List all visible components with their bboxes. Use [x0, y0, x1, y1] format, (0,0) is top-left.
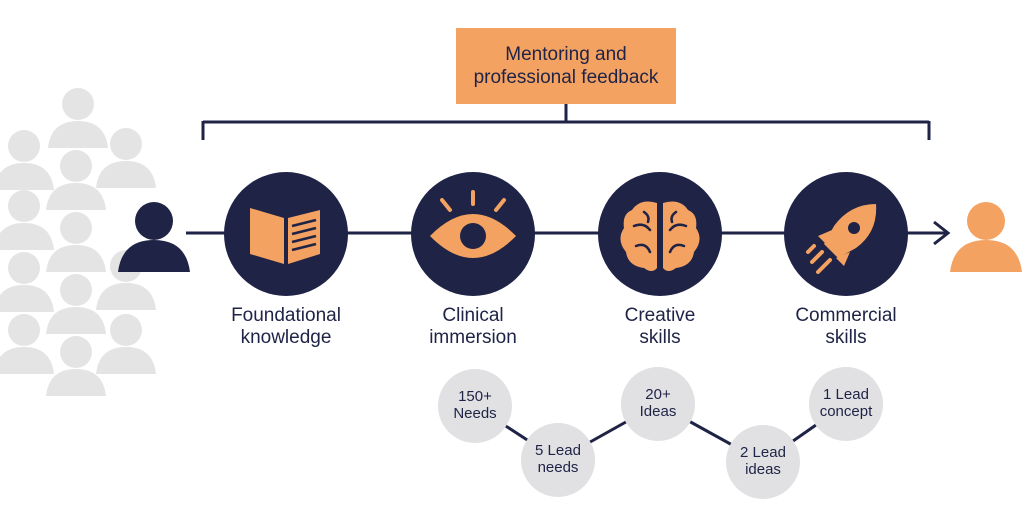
stage-label-line1: Commercial	[795, 305, 897, 326]
stage-label-commercial: Commercial skills	[761, 305, 931, 349]
stage-label-foundational: Foundational knowledge	[201, 305, 371, 349]
mentoring-bracket	[201, 104, 931, 140]
mentoring-box-line2: professional feedback	[473, 67, 659, 88]
funnel-bubble-1	[438, 369, 512, 443]
funnel-bubble-2	[521, 423, 595, 497]
start-person-icon	[118, 202, 190, 272]
funnel-text-4: 2 Lead ideas	[723, 444, 803, 478]
stage-label-line2: knowledge	[240, 327, 332, 348]
funnel-bubble-3	[621, 367, 695, 441]
stage-circle-creative	[598, 172, 722, 296]
crowd-person-icon	[0, 130, 54, 190]
book-icon	[250, 208, 320, 264]
stage-circle-foundational	[224, 172, 348, 296]
funnel-text-line2: ideas	[745, 461, 781, 478]
funnel-text-5: 1 Lead concept	[806, 386, 886, 420]
funnel-text-line1: 150+	[458, 388, 492, 405]
stage-label-line1: Creative	[624, 305, 696, 326]
funnel-bubble-4	[726, 425, 800, 499]
brain-icon	[620, 201, 700, 271]
crowd-person-icon	[46, 150, 106, 210]
funnel-text-line2: Needs	[453, 405, 497, 422]
crowd-person-icon	[46, 336, 106, 396]
crowd-person-icon	[48, 88, 108, 148]
crowd-person-icon	[0, 190, 54, 250]
flow-arrow-head	[933, 220, 951, 246]
mentoring-box: Mentoring and professional feedback	[456, 28, 676, 104]
eye-icon	[430, 190, 516, 258]
stage-label-line2: skills	[825, 327, 867, 348]
rocket-icon	[806, 204, 877, 274]
crowd-person-icon	[96, 128, 156, 188]
funnel-bubble-5	[809, 367, 883, 441]
crowd-person-icon	[96, 314, 156, 374]
crowd-person-icon	[0, 252, 54, 312]
funnel-text-line1: 2 Lead	[740, 444, 786, 461]
crowd-group	[0, 88, 156, 396]
funnel-text-line2: needs	[537, 459, 579, 476]
stage-label-line2: immersion	[429, 327, 517, 348]
stage-label-line1: Clinical	[442, 305, 504, 326]
crowd-person-icon	[0, 314, 54, 374]
funnel-text-line2: concept	[819, 403, 873, 420]
funnel-text-1: 150+ Needs	[435, 388, 515, 422]
funnel-text-line1: 5 Lead	[535, 442, 581, 459]
crowd-person-icon	[46, 212, 106, 272]
funnel-text-line1: 1 Lead	[823, 386, 869, 403]
end-person-icon	[950, 202, 1022, 272]
funnel-text-line1: 20+	[645, 386, 671, 403]
funnel-text-3: 20+ Ideas	[618, 386, 698, 420]
funnel-text-line2: Ideas	[639, 403, 677, 420]
crowd-person-icon	[46, 274, 106, 334]
stage-label-line1: Foundational	[231, 305, 341, 326]
mentoring-box-line1: Mentoring and	[505, 44, 627, 65]
stage-label-line2: skills	[639, 327, 681, 348]
stage-label-creative: Creative skills	[575, 305, 745, 349]
stage-label-clinical: Clinical immersion	[388, 305, 558, 349]
funnel-text-2: 5 Lead needs	[518, 442, 598, 476]
